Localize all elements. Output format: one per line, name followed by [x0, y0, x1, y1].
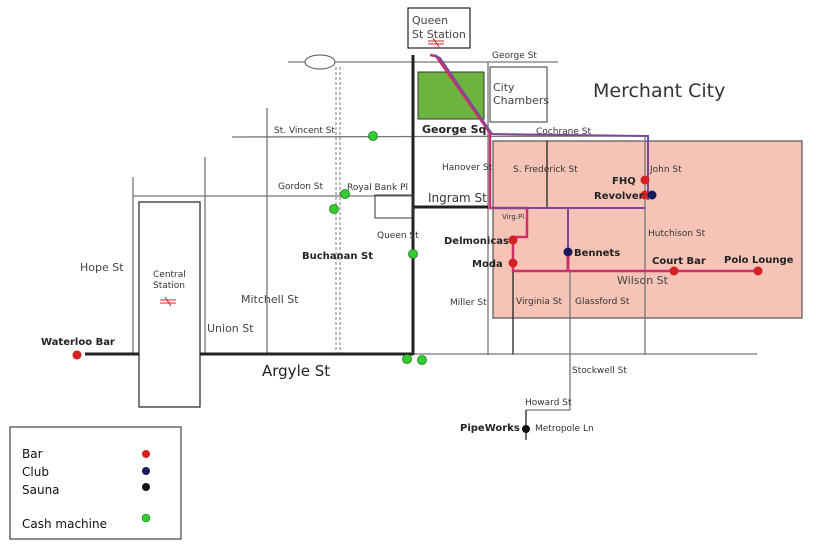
cash-machine-legend-icon [141, 513, 151, 523]
street-label: Howard St [525, 398, 572, 408]
street-label: Metropole Ln [535, 424, 594, 434]
street-label: Gordon St [278, 182, 324, 192]
rail-icon [160, 296, 176, 307]
legend-label-sauna: Sauna [22, 483, 60, 497]
street-label: S. Frederick St [513, 165, 578, 175]
club-legend-icon [142, 467, 150, 475]
cash-machine-icon[interactable] [417, 355, 427, 365]
legend-box [9, 426, 182, 540]
legend-label-cash-machine: Cash machine [22, 517, 107, 531]
bar-icon-fhq[interactable] [640, 175, 650, 185]
club-icon-bennets[interactable] [563, 247, 573, 257]
george-sq-label: George Sq [422, 123, 486, 136]
street-label: Mitchell St [241, 293, 299, 306]
legend-label-bar: Bar [22, 447, 43, 461]
street-label: Buchanan St [302, 251, 373, 262]
street-label: Hope St [80, 261, 124, 274]
cash-machine-icon[interactable] [402, 354, 412, 364]
venue-label-moda[interactable]: Moda [472, 259, 503, 270]
street-label: Argyle St [262, 362, 330, 380]
venue-label-court-bar[interactable]: Court Bar [652, 256, 706, 267]
street-label: George St [492, 51, 537, 61]
street-label: John St [649, 165, 682, 175]
legend: Bar Club Sauna Cash machine [9, 426, 182, 540]
city-chambers [489, 66, 548, 123]
street-label: Ingram St [428, 191, 487, 205]
route-purple [433, 54, 649, 200]
street-label: Miller St [450, 298, 487, 308]
street-label: Hanover St [442, 163, 493, 173]
roundabout [304, 54, 336, 70]
street-labels: Merchant City George St Cochrane St St. … [80, 51, 725, 434]
bar-icon-moda[interactable] [508, 258, 518, 268]
city-chambers-label: Chambers [493, 94, 549, 107]
merchant-city-label: Merchant City [593, 80, 725, 102]
bar-icon-polo-lounge[interactable] [753, 266, 763, 276]
street-label: Wilson St [617, 274, 669, 287]
street-label: St. Vincent St [274, 126, 335, 136]
venue-markers: FHQ Revolver Delmonicas Moda Bennets Cou… [41, 175, 794, 434]
central-station-label: Station [153, 281, 185, 291]
cash-machine-icon[interactable] [329, 204, 339, 214]
bar-icon-delmonicas[interactable] [508, 235, 518, 245]
cash-machine-markers [329, 131, 427, 365]
bar-icon-revolver[interactable] [640, 190, 650, 200]
venue-label-pipeworks[interactable]: PipeWorks [460, 423, 520, 434]
bar-icon-court-bar[interactable] [669, 266, 679, 276]
sauna-legend-icon [142, 483, 150, 491]
street-label: Queen St [377, 231, 419, 241]
city-chambers-label: City [493, 81, 515, 94]
venue-label-waterloo-bar[interactable]: Waterloo Bar [41, 337, 115, 348]
street-label: Glassford St [575, 297, 630, 307]
queen-st-station-label: Queen [412, 14, 448, 27]
george-square [417, 71, 485, 120]
streets [85, 54, 757, 440]
cash-machine-icon[interactable] [408, 249, 418, 259]
venue-label-fhq[interactable]: FHQ [612, 176, 636, 187]
street-label: Virginia St [516, 297, 563, 307]
street-label: Royal Bank Pl [347, 183, 408, 193]
street-label: Virg.Pl [502, 213, 524, 221]
cash-machine-icon[interactable] [368, 131, 378, 141]
bar-icon-waterloo-bar[interactable] [72, 350, 82, 360]
venue-label-revolver[interactable]: Revolver [594, 191, 644, 202]
street-label: Union St [207, 322, 254, 335]
street-label: Cochrane St [536, 127, 591, 137]
street-label: Stockwell St [572, 366, 627, 376]
cash-machine-icon[interactable] [340, 189, 350, 199]
bar-legend-icon [142, 450, 150, 458]
central-station-label: Central [153, 270, 186, 280]
venue-label-polo-lounge[interactable]: Polo Lounge [724, 255, 794, 266]
legend-label-club: Club [22, 465, 49, 479]
rail-icon [428, 37, 444, 48]
street-label: Hutchison St [648, 229, 706, 239]
queen-st-station-label: St Station [412, 28, 466, 41]
club-icon-revolver[interactable] [647, 190, 657, 200]
venue-label-bennets[interactable]: Bennets [574, 248, 620, 259]
venue-label-delmonicas[interactable]: Delmonicas [444, 236, 509, 247]
sauna-icon-pipeworks[interactable] [522, 425, 530, 433]
